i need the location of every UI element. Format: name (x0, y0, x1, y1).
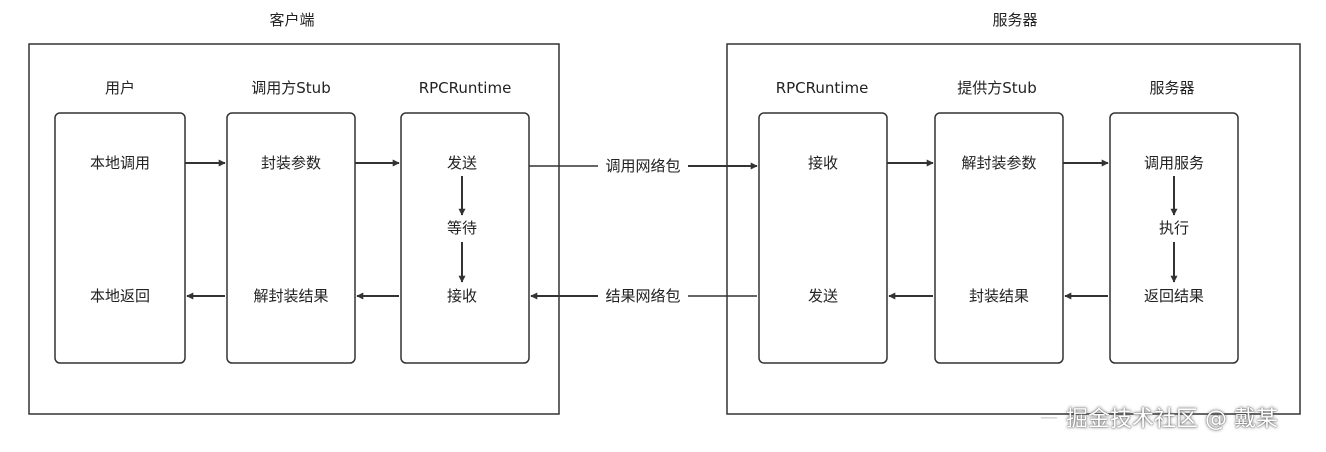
server-runtime-box (758, 112, 888, 364)
server-col-runtime: RPCRuntime (776, 79, 869, 97)
server-frame (726, 43, 1301, 415)
server-srv-call: 调用服务 (1144, 154, 1204, 172)
server-title: 服务器 (992, 11, 1037, 29)
client-user-return: 本地返回 (90, 287, 150, 305)
watermark-dash-icon: — (1040, 406, 1058, 428)
server-col-stub: 提供方Stub (957, 79, 1036, 97)
watermark: — 掘金技术社区 @ 戴某 (1040, 400, 1320, 434)
client-rt-send: 发送 (447, 154, 477, 172)
server-stub-unpack: 解封装参数 (961, 154, 1036, 172)
client-runtime-box (400, 112, 530, 364)
server-srv-return: 返回结果 (1144, 287, 1204, 305)
client-frame (28, 43, 560, 415)
server-rt-send: 发送 (808, 287, 838, 305)
server-server-box (1109, 112, 1239, 364)
server-rt-recv: 接收 (808, 154, 838, 172)
client-col-user: 用户 (105, 79, 135, 97)
client-col-stub: 调用方Stub (251, 79, 330, 97)
server-stub-box (934, 112, 1064, 364)
watermark-text: 掘金技术社区 @ 戴某 (1066, 407, 1278, 432)
network-response-label: 结果网络包 (605, 287, 680, 305)
client-user-call: 本地调用 (90, 154, 150, 172)
client-rt-recv: 接收 (447, 287, 477, 305)
server-stub-pack: 封装结果 (969, 287, 1029, 305)
client-col-runtime: RPCRuntime (419, 79, 512, 97)
network-request-label: 调用网络包 (605, 157, 680, 175)
server-col-server: 服务器 (1149, 79, 1194, 97)
server-srv-exec: 执行 (1159, 219, 1189, 237)
client-user-box (54, 112, 186, 364)
client-stub-box (226, 112, 356, 364)
client-title: 客户端 (269, 11, 314, 29)
client-rt-wait: 等待 (447, 219, 477, 237)
client-stub-pack: 封装参数 (261, 154, 321, 172)
client-stub-unpack: 解封装结果 (253, 287, 328, 305)
